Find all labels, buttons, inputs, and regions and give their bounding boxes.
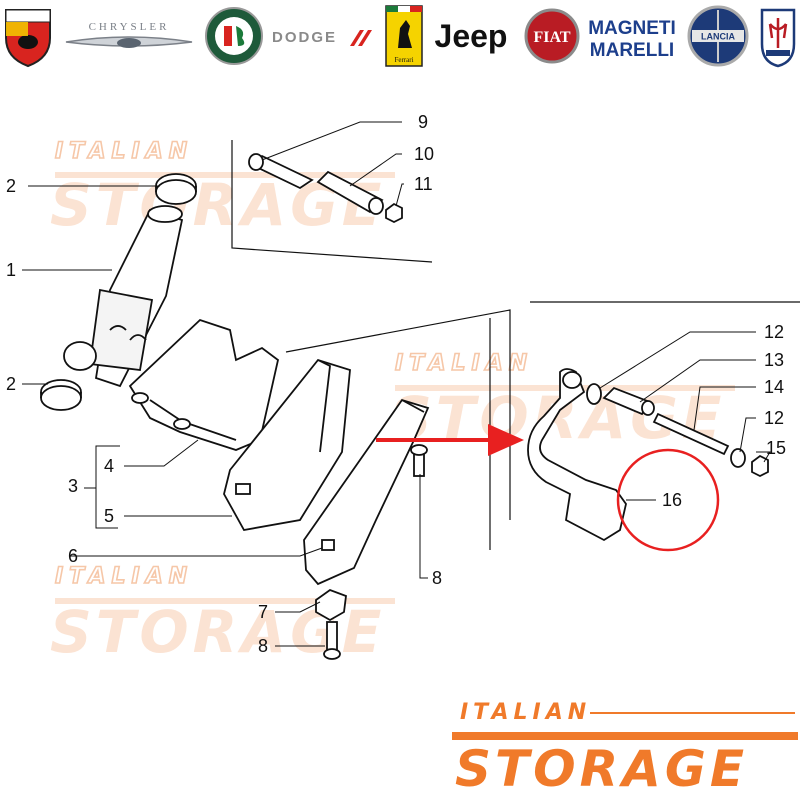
screw-upper — [410, 444, 428, 477]
callout-3: 3 — [68, 476, 78, 496]
svg-text:ITALIAN: ITALIAN — [55, 139, 193, 164]
jeep-logo: Jeep — [428, 4, 514, 68]
callout-7: 7 — [258, 602, 268, 622]
callout-10: 10 — [414, 144, 434, 164]
callout-12-upper: 12 — [764, 322, 784, 342]
pedal-bushing — [602, 386, 655, 416]
ferrari-wordmark: Ferrari — [394, 56, 413, 64]
callout-5: 5 — [104, 506, 114, 526]
callout-8-upper: 8 — [432, 568, 442, 588]
maserati-logo — [756, 4, 800, 68]
magneti-marelli-logo: MAGNETI MARELLI — [586, 4, 678, 68]
fiat-logo: FIAT — [524, 4, 580, 68]
jeep-wordmark: Jeep — [434, 17, 508, 54]
mounting-bracket — [128, 318, 280, 451]
highlight-circle — [616, 448, 720, 552]
bracket-rail — [303, 398, 430, 586]
bushing-upper — [155, 173, 197, 205]
washer-left — [586, 383, 602, 405]
callout-15: 15 — [766, 438, 786, 458]
pedal-lever — [527, 368, 627, 542]
callout-14: 14 — [764, 377, 784, 397]
callout-6: 6 — [68, 546, 78, 566]
logo-underline — [590, 712, 795, 714]
callout-2-lower: 2 — [6, 374, 16, 394]
watermark-lower: ITALIAN STORAGE — [50, 563, 395, 666]
highlight-arrow — [376, 424, 524, 456]
callout-16: 16 — [662, 490, 682, 510]
svg-text:ITALIAN: ITALIAN — [395, 351, 533, 376]
callout-4: 4 — [104, 456, 114, 476]
pivot-pin — [652, 412, 730, 456]
support-plate — [223, 358, 351, 531]
abarth-logo — [2, 4, 54, 68]
nut-right — [751, 454, 769, 478]
clip-nut — [315, 588, 347, 622]
washer-right — [730, 448, 746, 468]
callout-11: 11 — [414, 174, 433, 194]
callout-12-lower: 12 — [764, 408, 784, 428]
leader-lines — [22, 121, 771, 647]
spacer-sleeve — [316, 170, 384, 215]
callout-labels: 1 2 2 3 4 5 6 7 8 8 9 10 11 12 13 14 12 … — [6, 112, 786, 656]
callout-8-lower: 8 — [258, 636, 268, 656]
logo-bar — [452, 732, 798, 740]
logo-word-italian: ITALIAN — [460, 700, 592, 725]
marelli-wordmark: MARELLI — [590, 40, 674, 61]
callout-13: 13 — [764, 350, 784, 370]
dodge-logo: DODGE — [270, 4, 378, 68]
exploded-parts-diagram: ITALIAN STORAGE ITALIAN STORAGE ITALIAN … — [6, 112, 800, 666]
lancia-wordmark: LANCIA — [701, 32, 735, 42]
screw-lower — [323, 621, 341, 660]
nut-upper — [385, 202, 403, 224]
italian-storage-logo: ITALIAN STORAGE — [440, 700, 800, 800]
alfa-romeo-logo — [204, 4, 264, 68]
ferrari-logo: Ferrari — [384, 4, 424, 68]
dodge-wordmark: DODGE — [272, 29, 337, 46]
lancia-logo: LANCIA — [686, 4, 750, 68]
bolt — [248, 153, 314, 190]
magneti-wordmark: MAGNETI — [588, 18, 676, 39]
bushing-lower — [40, 379, 82, 411]
chrysler-logo: CHRYSLER — [62, 4, 196, 68]
svg-text:ITALIAN: ITALIAN — [55, 564, 193, 589]
callout-2-upper: 2 — [6, 176, 16, 196]
brand-logo-bar: CHRYSLER DODGE Ferrari Jeep — [0, 0, 800, 75]
callout-9: 9 — [418, 112, 428, 132]
logo-word-storage: STORAGE — [455, 740, 749, 798]
fiat-wordmark: FIAT — [533, 29, 570, 46]
chrysler-wordmark: CHRYSLER — [89, 21, 170, 33]
pedal-shaft-housing — [63, 205, 184, 388]
callout-1: 1 — [6, 260, 16, 280]
